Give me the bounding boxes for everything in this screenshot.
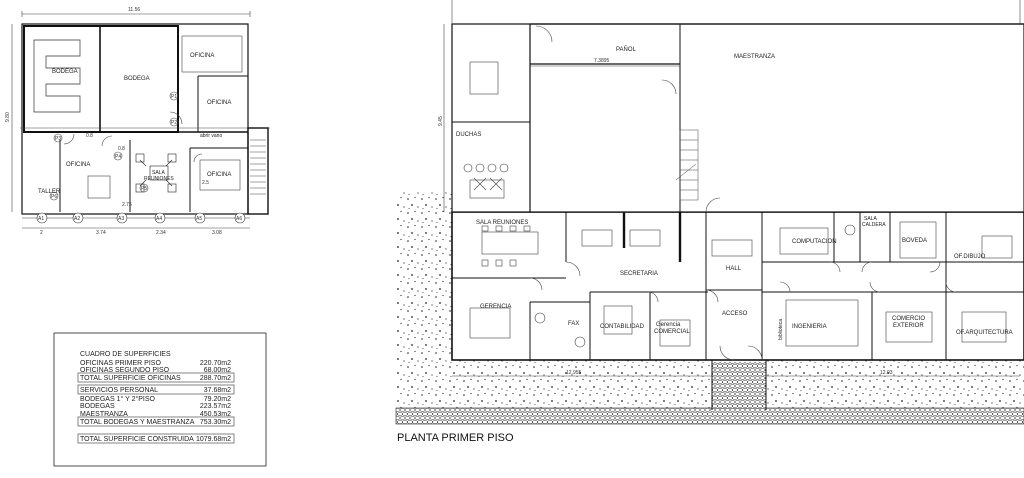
note-abrir-vano: abrir vano (200, 133, 222, 139)
surface-row-label: SERVICIOS PERSONAL (80, 387, 158, 394)
surface-row-label: TOTAL BODEGAS Y MAESTRANZA (80, 419, 195, 426)
surface-row-value: 1079.68m2 (196, 436, 231, 443)
surface-table: CUADRO DE SUPERFICIES OFICINAS PRIMER PI… (53, 332, 267, 467)
room-contabilidad: CONTABILIDAD (600, 324, 645, 330)
small-plan: 11.56 9.80 (5, 7, 270, 236)
axis-tag-4: A4 (156, 216, 162, 222)
surface-row-value: 753.30m2 (200, 419, 231, 426)
surface-row-box (77, 433, 235, 444)
room-oficina-2: OFICINA (207, 100, 231, 106)
sala-caldera-line-1: SALA (864, 216, 877, 222)
surface-row-value: 37.68m2 (204, 387, 231, 394)
room-of-dibujo: OF.DIBUJO (954, 254, 986, 260)
room-bodega-2: BODEGA (124, 76, 150, 82)
surface-row-label: BODEGAS (80, 403, 115, 410)
room-sala-caldera: SALA CALDERA (862, 216, 886, 228)
sala-reuniones-line-1: SALA (152, 170, 165, 176)
surface-row-label: OFICINAS SEGUNDO PISO (80, 367, 170, 374)
surface-row-value: 79.20m2 (204, 396, 231, 403)
small-dim-3: 2.5 (202, 180, 209, 186)
axis-tag-6: A6 (236, 216, 242, 222)
surface-row-label: MAESTRANZA (80, 411, 128, 418)
room-sala-reuniones-main: SALA REUNIONES (476, 220, 528, 226)
main-side-dimension: 9.45 (438, 116, 444, 126)
room-of-arquitectura: OF.ARQUITECTURA (956, 330, 1013, 336)
room-maestranza: MAESTRANZA (734, 54, 775, 60)
surface-row-box (77, 372, 235, 383)
room-taller: TALLER (38, 189, 61, 195)
room-sala-reuniones: SALA REUNIONES (144, 170, 174, 182)
main-bottom-dim-1: 12.955 (566, 370, 582, 376)
room-ingenieria: INGENIERIA (792, 324, 827, 330)
bottom-dim-4: 3.08 (212, 230, 222, 236)
note-biblioteca: biblioteca (778, 319, 784, 340)
surface-row-value: 450.53m2 (200, 411, 231, 418)
room-hall: HALL (726, 266, 742, 272)
surface-row-value: 223.57m2 (200, 403, 231, 410)
surface-row-label: BODEGAS 1° Y 2°PISO (80, 395, 156, 403)
column-tag-p1: P1 (171, 94, 177, 100)
sala-reuniones-line-2: REUNIONES (144, 176, 174, 182)
room-bodega-1: BODEGA (52, 69, 78, 75)
room-oficina-1: OFICINA (190, 53, 214, 59)
surface-table-title: CUADRO DE SUPERFICIES (80, 351, 171, 358)
surface-row-box (77, 416, 235, 427)
room-boveda: BOVEDA (902, 238, 927, 244)
gerencia-comercial-line-1: Gerencia (656, 322, 681, 328)
surface-row-box (77, 384, 235, 395)
column-tag-p2: P2 (171, 120, 177, 126)
small-dim-4: 2.75 (122, 202, 132, 208)
room-computacion: COMPUTACION (792, 239, 837, 245)
room-secretaria: SECRETARIA (620, 271, 658, 277)
gerencia-comercial-line-2: COMERCIAL (654, 329, 690, 335)
column-tag-p6: P6 (51, 194, 57, 200)
axis-tag-1: A1 (38, 216, 44, 222)
small-plan-top-dimension: 11.56 (128, 7, 140, 13)
bottom-dim-1: 2 (40, 230, 43, 236)
surface-row-label: TOTAL SUPERFICIE CONSTRUIDA (80, 436, 194, 443)
bottom-dim-3: 2.34 (156, 230, 166, 236)
axis-tag-3: A3 (118, 216, 124, 222)
column-tag-p3: P3 (55, 136, 61, 142)
axis-tag-2: A2 (74, 216, 80, 222)
small-dim-1: 0.8 (86, 133, 93, 139)
axis-tag-5: A5 (196, 216, 202, 222)
surface-row-value: 288.70m2 (200, 375, 231, 382)
column-tag-p5: P5 (141, 186, 147, 192)
axis-tags: A1 A2 A3 A4 A5 A6 (36, 212, 246, 224)
surface-row-value: 220.70m2 (200, 360, 231, 367)
surface-row-label: OFICINAS PRIMER PISO (80, 360, 161, 367)
surface-row-value: 68.00m2 (204, 367, 231, 374)
sala-caldera-line-2: CALDERA (862, 222, 886, 228)
room-panol: PAÑOL (616, 46, 637, 53)
room-duchas: DUCHAS (456, 132, 481, 138)
comercio-exterior-line-1: COMERCIO (892, 316, 925, 322)
pañol-dimension: 7.3895 (594, 58, 610, 64)
room-acceso: ACCESO (722, 311, 748, 317)
bottom-dim-2: 3.74 (96, 230, 106, 236)
comercio-exterior-line-2: EXTERIOR (893, 323, 924, 329)
column-tags: P1 P2 P3 P4 P5 P6 (49, 91, 179, 201)
room-oficina-3: OFICINA (66, 162, 90, 168)
room-oficina-4: OFICINA (207, 172, 231, 178)
room-fax: FAX (568, 321, 579, 327)
room-comercio-exterior: COMERCIO EXTERIOR (892, 316, 927, 329)
main-plan: 7.3895 9.45 12.955 12.93 PAÑOL MAESTRANZ… (395, 0, 1024, 444)
small-plan-side-dimension: 9.80 (5, 112, 11, 122)
room-gerencia: GERENCIA (480, 304, 511, 310)
main-plan-title: PLANTA PRIMER PISO (397, 432, 514, 444)
room-gerencia-comercial: Gerencia COMERCIAL (654, 322, 690, 335)
surface-row-label: TOTAL SUPERFICIE OFICINAS (80, 375, 181, 382)
small-dim-2: 0.8 (118, 146, 125, 152)
column-tag-p4: P4 (115, 154, 121, 160)
main-bottom-dim-2: 12.93 (880, 370, 893, 376)
